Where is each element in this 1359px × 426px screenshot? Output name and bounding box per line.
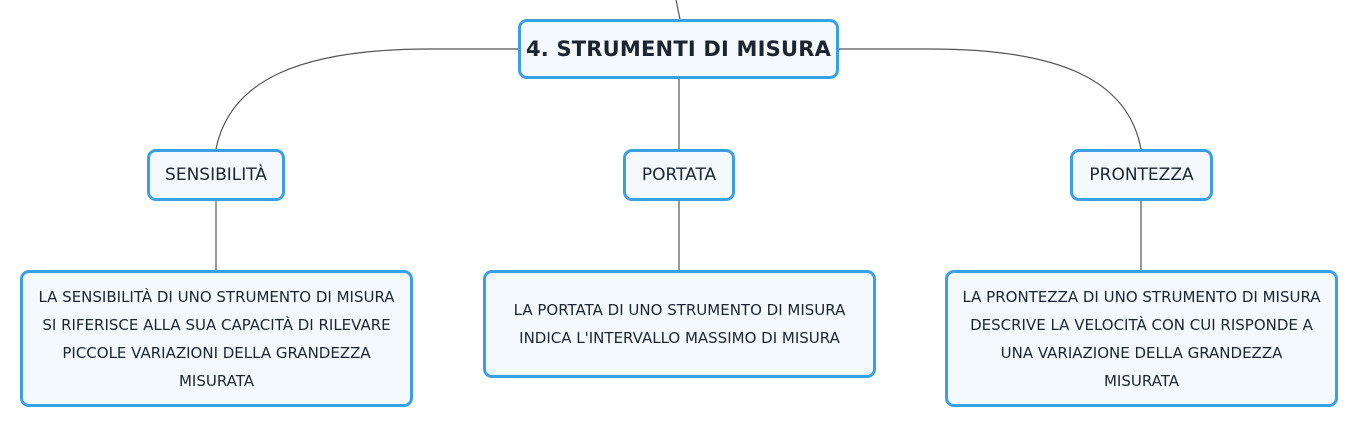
root-topic-label: 4. STRUMENTI DI MISURA [525, 37, 832, 61]
connector-parent-to-root [675, 0, 681, 20]
connector-root-to-sensibilita [215, 48, 518, 150]
description-node-sensibilita[interactable]: LA SENSIBILITÀ DI UNO STRUMENTO DI MISUR… [20, 270, 413, 407]
topic-node-portata[interactable]: PORTATA [623, 149, 735, 201]
description-text-prontezza: LA PRONTEZZA DI UNO STRUMENTO DI MISURA … [962, 287, 1321, 390]
root-topic-node[interactable]: 4. STRUMENTI DI MISURA [518, 19, 839, 79]
topic-node-prontezza[interactable]: PRONTEZZA [1070, 149, 1213, 201]
topic-label-portata: PORTATA [641, 165, 717, 185]
topic-label-sensibilita: SENSIBILITÀ [165, 165, 267, 185]
description-text-sensibilita: LA SENSIBILITÀ DI UNO STRUMENTO DI MISUR… [38, 287, 395, 390]
description-text-portata: LA PORTATA DI UNO STRUMENTO DI MISURA IN… [513, 301, 846, 347]
description-node-portata[interactable]: LA PORTATA DI UNO STRUMENTO DI MISURA IN… [483, 270, 876, 378]
topic-label-prontezza: PRONTEZZA [1089, 165, 1194, 185]
connector-root-to-prontezza [839, 48, 1142, 150]
topic-node-sensibilita[interactable]: SENSIBILITÀ [147, 149, 285, 201]
description-node-prontezza[interactable]: LA PRONTEZZA DI UNO STRUMENTO DI MISURA … [945, 270, 1338, 407]
